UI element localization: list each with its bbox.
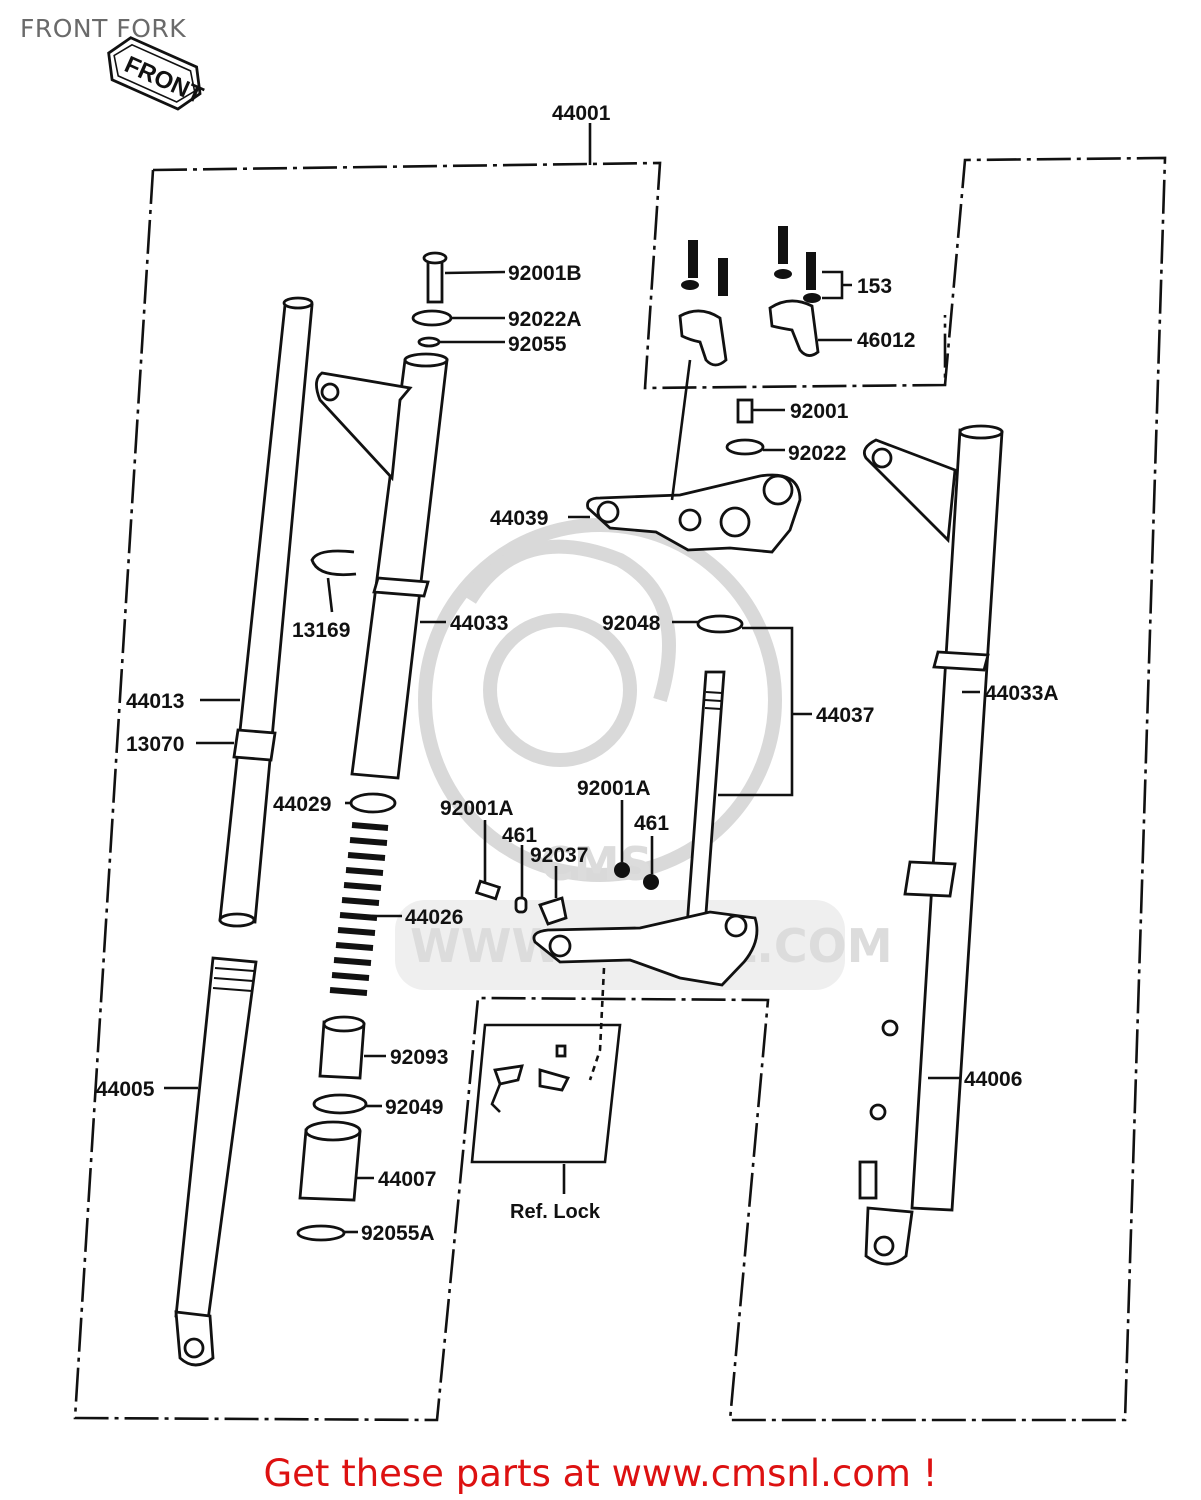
label-13169: 13169 [292, 619, 350, 642]
label-44033A: 44033A [985, 682, 1059, 705]
label-92001A-right: 92001A [577, 777, 651, 800]
label-92001B: 92001B [508, 262, 582, 285]
part-labels: 44001 92001B 92022A 92055 153 46012 9200… [96, 102, 1059, 1245]
label-44007: 44007 [378, 1168, 436, 1191]
label-92055A: 92055A [361, 1222, 435, 1245]
label-92055: 92055 [508, 333, 567, 356]
label-44037: 44037 [816, 704, 874, 727]
watermark: CMS WWW.CMSNL.COM [395, 518, 893, 990]
watermark-letters: CMS [540, 837, 653, 891]
label-461-right: 461 [634, 812, 669, 835]
left-fork [174, 251, 453, 1367]
label-92022A: 92022A [508, 308, 582, 331]
assembly-frames [73, 123, 1167, 1422]
label-92001A-left: 92001A [440, 797, 514, 820]
label-44039: 44039 [490, 507, 548, 530]
label-44006: 44006 [964, 1068, 1022, 1091]
label-44029: 44029 [273, 793, 331, 816]
label-92037: 92037 [530, 844, 588, 867]
label-92049: 92049 [385, 1096, 443, 1119]
label-461-left: 461 [502, 824, 537, 847]
label-153: 153 [857, 275, 892, 298]
label-13070: 13070 [126, 733, 184, 756]
fork-spring [329, 822, 389, 1002]
label-44005: 44005 [96, 1078, 155, 1101]
label-92022: 92022 [788, 442, 846, 465]
label-92001: 92001 [790, 400, 849, 423]
leader-lines [164, 270, 980, 1234]
footer-parts-link[interactable]: Get these parts at www.cmsnl.com ! [263, 1452, 938, 1495]
page-title: FRONT FORK [20, 14, 187, 43]
label-44026: 44026 [405, 906, 463, 929]
label-44013: 44013 [126, 690, 184, 713]
steering-assembly [474, 226, 821, 1113]
right-fork [858, 424, 1004, 1266]
label-92093: 92093 [390, 1046, 448, 1069]
label-ref-lock: Ref. Lock [510, 1201, 601, 1223]
label-44001: 44001 [552, 102, 611, 125]
label-44033: 44033 [450, 612, 508, 635]
front-direction-tag: FRONT [107, 36, 207, 111]
label-92048: 92048 [602, 612, 661, 635]
label-46012: 46012 [857, 329, 915, 352]
